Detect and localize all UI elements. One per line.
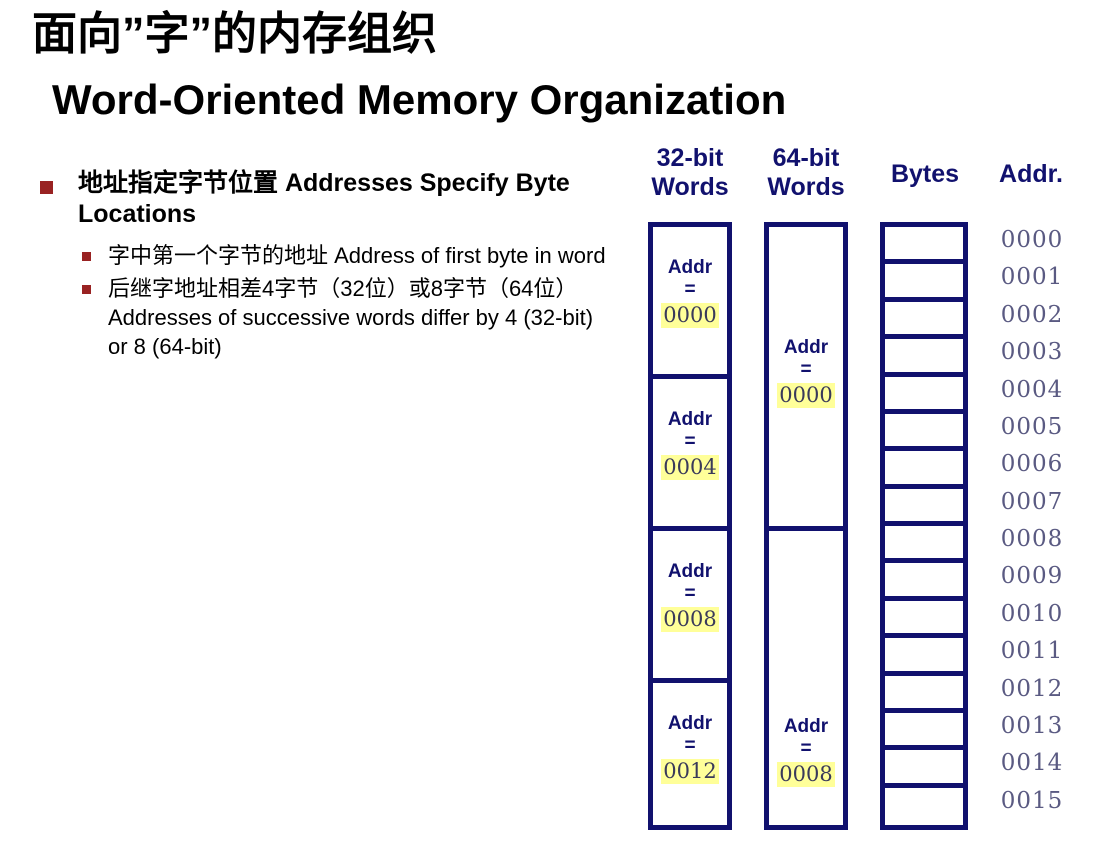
address-label: 0013 <box>1000 712 1064 739</box>
byte-cell[interactable] <box>885 750 963 788</box>
address-label: 0000 <box>1000 227 1064 253</box>
address-label: 0009 <box>1000 563 1064 590</box>
byte-cell[interactable] <box>885 563 963 601</box>
addr-prefix: Addr <box>667 561 713 582</box>
byte-cell[interactable] <box>885 638 963 676</box>
address-label: 0001 <box>1000 264 1064 291</box>
slide-title-chinese: 面向”字”的内存组织 <box>32 8 438 59</box>
bullet-square-icon <box>40 181 53 194</box>
word-address-value: 0000 <box>661 302 719 328</box>
address-label: 0015 <box>1000 787 1064 814</box>
equals-sign: = <box>684 583 696 605</box>
word-cell-32bit[interactable]: Addr = 0012 <box>653 683 727 835</box>
equals-sign: = <box>800 359 812 381</box>
equals-sign: = <box>684 431 696 453</box>
word-address-label: Addr = 0000 <box>653 257 727 328</box>
word-address-label: Addr = 0004 <box>653 409 727 480</box>
bullet-level1-text: 地址指定字节位置 Addresses Specify Byte Location… <box>78 169 570 228</box>
byte-cell[interactable] <box>885 227 963 265</box>
equals-sign: = <box>684 279 696 301</box>
bullet-square-small-icon <box>82 252 91 261</box>
byte-cell[interactable] <box>885 451 963 489</box>
column-32bit-words: Addr = 0000 Addr = 0004 Addr = 0008 Addr… <box>648 222 732 830</box>
column-header-bytes: Bytes <box>890 160 960 188</box>
bullet-level2-item: 后继字地址相差4字节（32位）或8字节（64位） Addresses of su… <box>82 274 614 361</box>
byte-cell[interactable] <box>885 601 963 639</box>
addr-prefix: Addr <box>667 409 713 430</box>
column-bytes <box>880 222 968 830</box>
word-address-value: 0004 <box>661 454 719 480</box>
word-address-label: Addr = 0012 <box>653 713 727 784</box>
bullet-level2-text: 后继字地址相差4字节（32位）或8字节（64位） Addresses of su… <box>108 276 594 360</box>
equals-sign: = <box>800 738 812 760</box>
address-label: 0008 <box>1000 526 1064 552</box>
bullet-sublist: 字中第一个字节的地址 Address of first byte in word… <box>34 241 614 361</box>
bullet-level2-item: 字中第一个字节的地址 Address of first byte in word <box>82 241 614 270</box>
byte-cell[interactable] <box>885 489 963 526</box>
address-label: 0003 <box>1000 339 1064 366</box>
column-header-addr: Addr. <box>999 160 1063 188</box>
byte-cell[interactable] <box>885 264 963 302</box>
byte-cell[interactable] <box>885 339 963 377</box>
address-label: 0007 <box>1000 488 1064 515</box>
word-address-value: 0000 <box>777 382 835 408</box>
bullet-level1: 地址指定字节位置 Addresses Specify Byte Location… <box>34 168 614 229</box>
address-label: 0014 <box>1000 750 1064 777</box>
word-address-label: Addr = 0008 <box>769 716 843 787</box>
word-cell-64bit[interactable]: Addr = 0000 <box>769 227 843 531</box>
byte-cell[interactable] <box>885 676 963 713</box>
address-label: 0011 <box>1000 638 1064 665</box>
word-cell-32bit[interactable]: Addr = 0000 <box>653 227 727 379</box>
word-cell-64bit[interactable]: Addr = 0008 <box>769 531 843 835</box>
equals-sign: = <box>684 735 696 757</box>
addr-prefix: Addr <box>667 713 713 734</box>
bullet-level2-text: 字中第一个字节的地址 Address of first byte in word <box>108 243 606 268</box>
address-label: 0004 <box>1000 376 1064 403</box>
word-address-label: Addr = 0008 <box>653 561 727 632</box>
word-cell-32bit[interactable]: Addr = 0004 <box>653 379 727 531</box>
byte-cell[interactable] <box>885 414 963 452</box>
byte-cell[interactable] <box>885 302 963 340</box>
word-address-label: Addr = 0000 <box>769 337 843 408</box>
word-address-value: 0012 <box>661 758 719 784</box>
address-label: 0010 <box>1000 600 1064 627</box>
addr-prefix: Addr <box>667 257 713 278</box>
slide-title-english: Word-Oriented Memory Organization <box>52 76 787 123</box>
address-label: 0005 <box>1000 413 1064 440</box>
address-list: 0000 0001 0002 0003 0004 0005 0006 0007 0008 0009… <box>978 222 1086 830</box>
address-label: 0012 <box>1000 675 1064 702</box>
byte-cell[interactable] <box>885 713 963 751</box>
word-address-value: 0008 <box>777 761 835 787</box>
byte-cell[interactable] <box>885 526 963 564</box>
word-cell-32bit[interactable]: Addr = 0008 <box>653 531 727 683</box>
byte-cell[interactable] <box>885 377 963 414</box>
address-label: 0006 <box>1000 451 1064 478</box>
column-64bit-words: Addr = 0000 Addr = 0008 <box>764 222 848 830</box>
bullet-list: 地址指定字节位置 Addresses Specify Byte Location… <box>34 168 614 365</box>
bullet-square-small-icon <box>82 285 91 295</box>
address-label: 0002 <box>1000 301 1064 328</box>
word-address-value: 0008 <box>661 606 719 632</box>
addr-prefix: Addr <box>783 716 829 737</box>
byte-cell[interactable] <box>885 788 963 825</box>
addr-prefix: Addr <box>783 337 829 358</box>
column-header-64bit-words: 64-bit Words <box>767 144 845 201</box>
column-header-32bit-words: 32-bit Words <box>651 144 729 201</box>
